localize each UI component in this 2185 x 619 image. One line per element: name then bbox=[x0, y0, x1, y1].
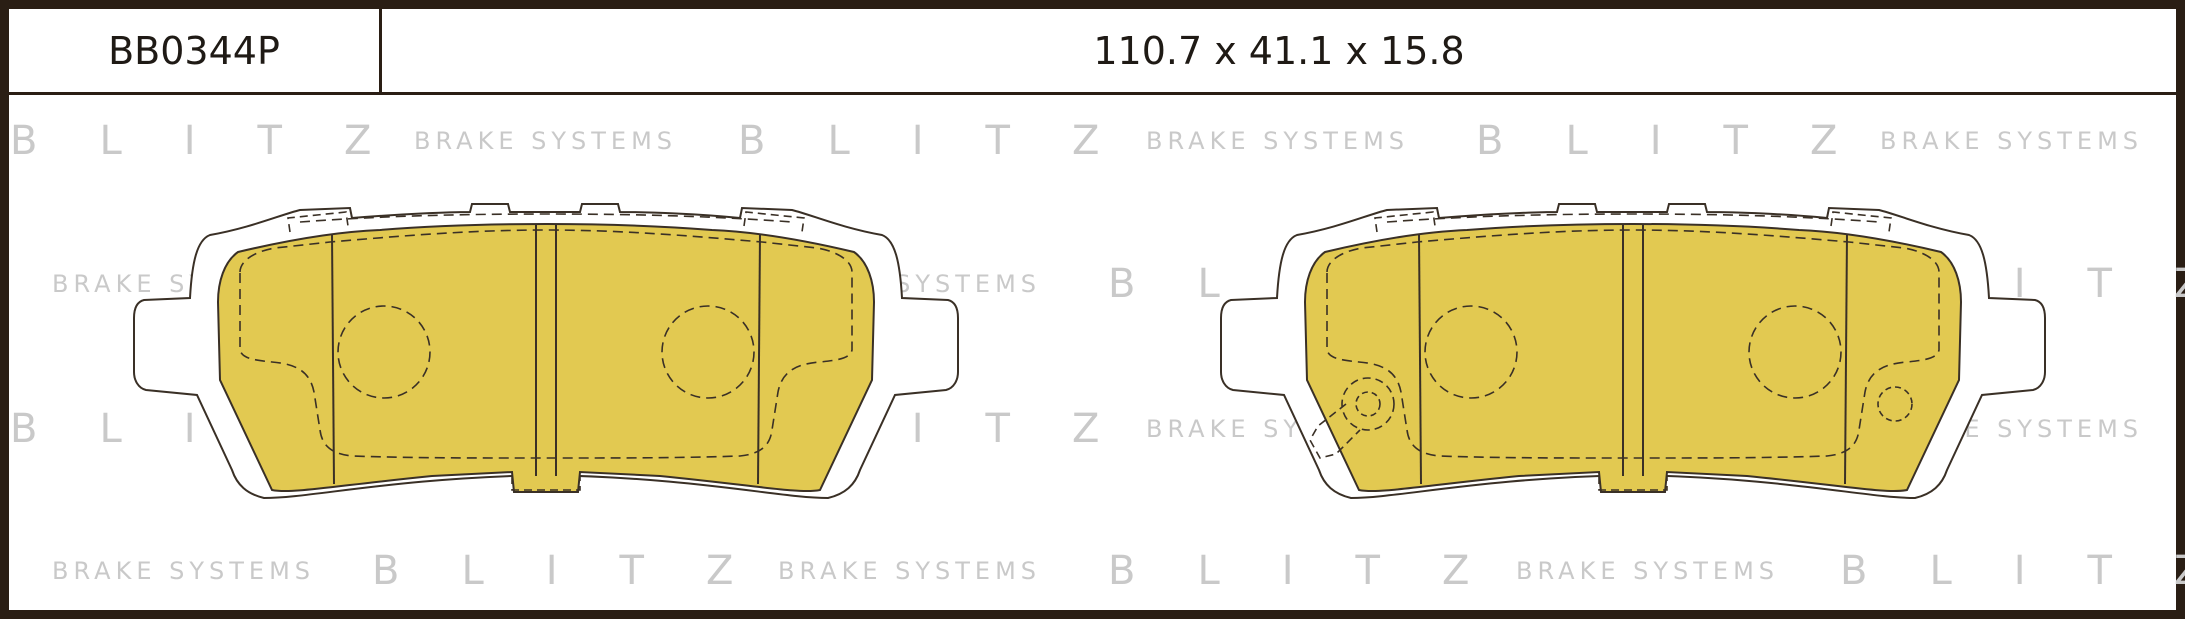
watermark-tagline: BRAKE SYSTEMS bbox=[1880, 127, 2144, 155]
watermark-brand: BLITZ bbox=[10, 118, 434, 164]
wear-sensor-mount bbox=[1309, 377, 1395, 459]
watermark-tagline: BRAKE SYSTEMS bbox=[778, 557, 1042, 585]
watermark-brand: BLITZ bbox=[1108, 548, 1532, 594]
pad-dimensions: 110.7 x 41.1 x 15.8 bbox=[1093, 28, 1465, 73]
watermark-tagline: BRAKE SYSTEMS bbox=[52, 557, 316, 585]
watermark-brand: BLITZ bbox=[372, 548, 796, 594]
watermark-brand: BLITZ bbox=[738, 118, 1162, 164]
watermark-tagline: BRAKE SYSTEMS bbox=[414, 127, 678, 155]
watermark-brand: BLITZ bbox=[1476, 118, 1900, 164]
part-code: BB0344P bbox=[9, 9, 382, 92]
watermark-tagline: BRAKE SYSTEMS bbox=[1516, 557, 1780, 585]
pad-right bbox=[1220, 203, 2046, 499]
watermark-tagline: BRAKE SYSTEMS bbox=[1146, 127, 1410, 155]
wear-indicator-hole bbox=[1877, 386, 1913, 422]
watermark-brand: BLITZ bbox=[1840, 548, 2185, 594]
title-block: BB0344P 110.7 x 41.1 x 15.8 bbox=[9, 9, 2176, 95]
pad-left bbox=[133, 203, 959, 499]
